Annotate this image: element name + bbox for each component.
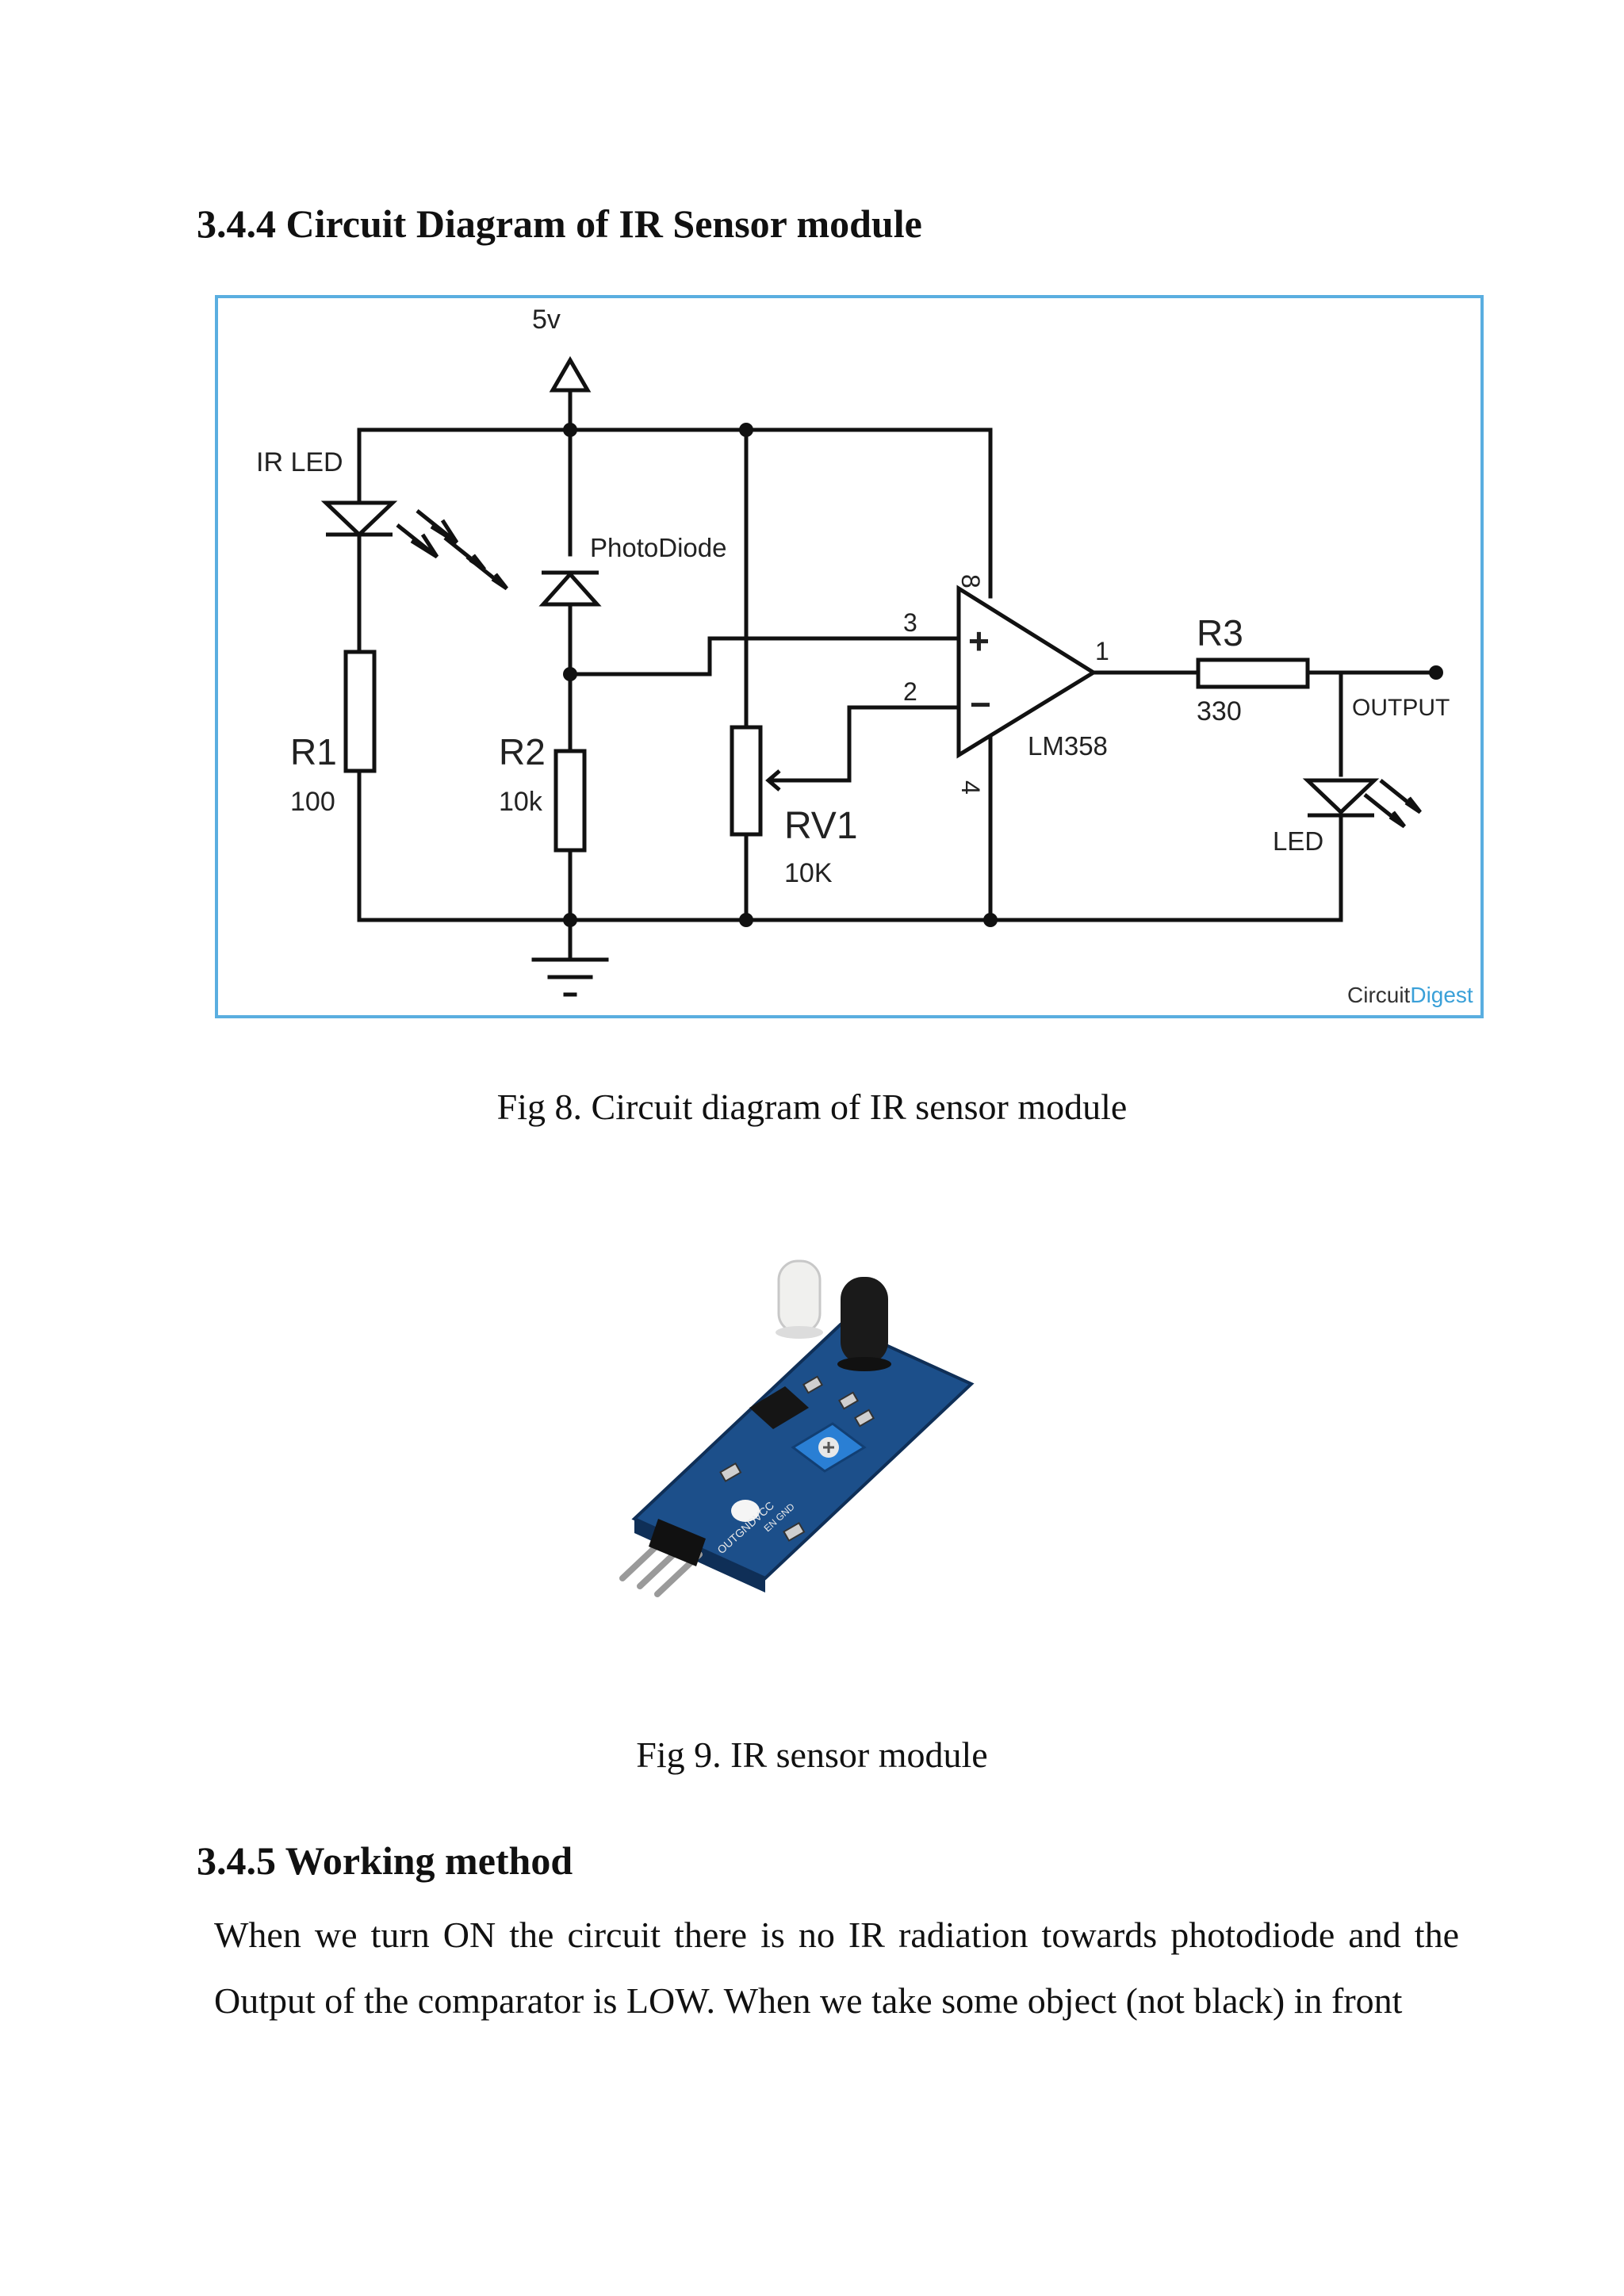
pin-1-label: 1 <box>1095 637 1109 665</box>
rv1-potentiometer-icon <box>730 725 781 837</box>
ir-led-label: IR LED <box>256 447 343 477</box>
ir-led-icon <box>320 500 459 559</box>
r2-value: 10k <box>499 787 543 817</box>
ir-sensor-module-photo: OUTGNDVCC EN GND <box>619 1259 975 1597</box>
r2-label: R2 <box>499 731 546 772</box>
opamp-label: LM358 <box>1028 731 1108 761</box>
photodiode-icon <box>443 536 602 607</box>
rv1-label: RV1 <box>784 805 858 847</box>
r1-resistor-icon <box>343 650 377 773</box>
photodiode-label: PhotoDiode <box>590 533 726 562</box>
output-label: OUTPUT <box>1352 695 1450 721</box>
supply-label: 5v <box>532 305 561 335</box>
opamp-icon <box>956 585 1097 759</box>
output-terminal <box>1429 665 1443 680</box>
r3-resistor-icon <box>1196 657 1310 689</box>
supply-arrow-icon <box>549 356 592 393</box>
led-label: LED <box>1273 826 1323 856</box>
led-icon <box>1302 778 1422 829</box>
figure-frame <box>215 295 1484 1018</box>
pin-3-label: 3 <box>903 608 917 637</box>
rv1-value: 10K <box>784 858 833 888</box>
circuit-diagram: 5v IR LED PhotoDiode R1 100 R2 10k RV1 1… <box>215 295 1484 1018</box>
figure-9-caption: Fig 9. IR sensor module <box>636 1734 988 1775</box>
body-paragraph: When we turn ON the circuit there is no … <box>214 1915 1459 2021</box>
pin-8-label: 8 <box>956 574 985 588</box>
pin-4-label: 4 <box>956 780 985 795</box>
plus-sign: + <box>968 620 990 661</box>
figure-8-caption: Fig 8. Circuit diagram of IR sensor modu… <box>496 1087 1128 1127</box>
section-heading-2: 3.4.5 Working method <box>197 1838 573 1883</box>
minus-sign: − <box>970 684 991 725</box>
r3-value: 330 <box>1197 696 1242 726</box>
r1-value: 100 <box>290 787 335 817</box>
r1-label: R1 <box>290 731 337 772</box>
r2-resistor-icon <box>553 749 587 853</box>
pin-2-label: 2 <box>903 677 917 706</box>
r3-label: R3 <box>1197 612 1243 654</box>
junction-dots <box>563 423 998 927</box>
section-heading: 3.4.4 Circuit Diagram of IR Sensor modul… <box>197 201 922 246</box>
circuitdigest-logo: CircuitDigest <box>1347 983 1473 1007</box>
